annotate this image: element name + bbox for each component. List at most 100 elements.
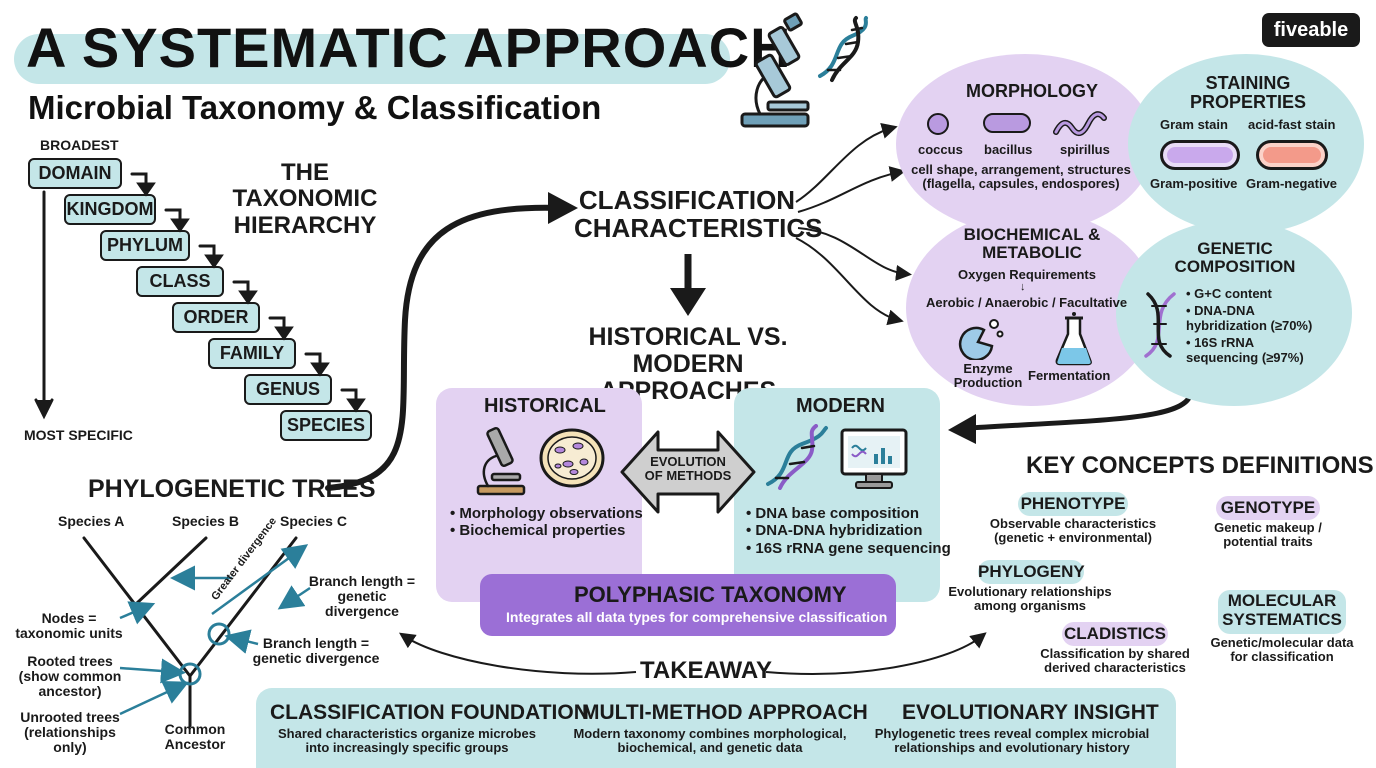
rank-phylum: PHYLUM — [100, 230, 190, 261]
most-specific-label: MOST SPECIFIC — [24, 427, 133, 443]
step-arrowhead — [310, 362, 330, 377]
concepts-title: KEY CONCEPTS DEFINITIONS — [1026, 452, 1374, 479]
rank-class: CLASS — [136, 266, 224, 297]
page-title: A SYSTEMATIC APPROACH — [26, 16, 792, 79]
step-arrowhead — [170, 218, 190, 233]
page-subtitle: Microbial Taxonomy & Classification — [28, 89, 602, 126]
rank-domain: DOMAIN — [28, 158, 122, 189]
historical-panel — [436, 388, 642, 602]
polyphasic-title: POLYPHASIC TAXONOMY — [574, 582, 847, 607]
branch-length-label-1: Branch length = genetic divergence — [308, 573, 416, 620]
coccus-label: coccus — [918, 142, 963, 157]
step-arrowhead — [136, 182, 156, 197]
branch-node — [207, 622, 231, 646]
modern-item: • 16S rRNA gene sequencing — [746, 539, 951, 557]
title-highlight — [14, 34, 730, 84]
takeaway-box — [256, 688, 1176, 768]
acid-fast-stain-label: acid-fast stain — [1248, 117, 1336, 132]
flask-icon — [1055, 312, 1092, 366]
nodes-label: Nodes = taxonomic units — [15, 610, 123, 642]
phenotype-term: PHENOTYPE — [1018, 492, 1128, 516]
bacillus-icon — [983, 113, 1031, 133]
phylo-title: PHYLOGENETIC TREES — [88, 475, 376, 503]
classification-title: CLASSIFICATION CHARACTERISTICS — [574, 185, 823, 244]
spirillus-label: spirillus — [1060, 142, 1110, 157]
rank-family: FAMILY — [208, 338, 296, 369]
polyphasic-desc: Integrates all data types for comprehens… — [506, 609, 888, 625]
rank-order: ORDER — [172, 302, 260, 333]
evolution-label: EVOLUTION OF METHODS — [644, 454, 732, 484]
petri-dish-icon — [539, 428, 605, 488]
species-a-label: Species A — [58, 513, 125, 529]
morphology-bubble — [896, 54, 1154, 234]
takeaway-title: TAKEAWAY — [640, 657, 773, 684]
staining-title: STAINING PROPERTIES — [1189, 73, 1307, 113]
genetic-item: • G+C content — [1186, 286, 1272, 301]
genetic-dna-icon — [1144, 292, 1176, 358]
microscope-icon — [740, 12, 810, 128]
takeaway-foundation-title: CLASSIFICATION FOUNDATION — [270, 701, 589, 724]
modern-list: • DNA base composition • DNA-DNA hybridi… — [746, 505, 951, 557]
step-arrowhead — [204, 254, 224, 269]
takeaway-foundation-desc: Shared characteristics organize microbes… — [278, 726, 536, 756]
genotype-term: GENOTYPE — [1216, 496, 1320, 520]
enzyme-label: Enzyme Production — [953, 361, 1023, 391]
phylogeny-term: PHYLOGENY — [978, 560, 1085, 584]
species-b-label: Species B — [172, 513, 239, 529]
modern-item: • DNA-DNA hybridization — [746, 522, 923, 540]
cladistics-def: Classification by shared derived charact… — [1040, 646, 1190, 676]
historical-list: • Morphology observations • Biochemical … — [450, 505, 643, 540]
phylo-tree — [82, 536, 311, 728]
computer-icon — [840, 428, 908, 489]
modern-dna-icon — [766, 424, 828, 490]
molecular-def: Genetic/molecular data for classificatio… — [1210, 635, 1354, 665]
modern-title: MODERN — [796, 395, 885, 417]
coccus-icon — [927, 113, 949, 135]
gram-negative-label: Gram-negative — [1246, 176, 1338, 191]
phylogeny-def: Evolutionary relationships among organis… — [948, 584, 1112, 614]
enzyme-icon — [958, 319, 1004, 360]
fermentation-label: Fermentation — [1028, 368, 1111, 383]
common-ancestor-label: Common Ancestor — [164, 721, 226, 753]
genetic-list: • G+C content • DNA-DNA hybridization (≥… — [1186, 286, 1326, 366]
oxygen-label: Oxygen Requirements — [958, 267, 1096, 282]
morphology-desc: cell shape, arrangement, structures (fla… — [911, 162, 1131, 192]
polyphasic-box — [480, 574, 896, 636]
gram-positive-label: Gram-positive — [1150, 176, 1238, 191]
takeaway-evolutionary-desc: Phylogenetic trees reveal complex microb… — [874, 726, 1150, 756]
rank-kingdom: KINGDOM — [64, 194, 156, 225]
broadest-label: BROADEST — [40, 137, 119, 153]
historical-item: • Biochemical properties — [450, 522, 626, 540]
bacillus-label: bacillus — [984, 142, 1033, 157]
gram-negative-cell — [1256, 140, 1328, 170]
molecular-term: MOLECULAR SYSTEMATICS — [1218, 590, 1346, 634]
genetic-item: • 16S rRNA sequencing (≥97%) — [1186, 334, 1304, 365]
gram-positive-cell — [1160, 140, 1240, 170]
step-arrowhead — [274, 326, 294, 341]
genetic-title: GENETIC COMPOSITION — [1174, 239, 1296, 277]
takeaway-multimethod-desc: Modern taxonomy combines morphological, … — [573, 726, 847, 756]
step-arrowhead — [238, 290, 258, 305]
morphology-title: MORPHOLOGY — [966, 81, 1099, 101]
unrooted-trees-label: Unrooted trees (relationships only) — [20, 709, 120, 756]
historical-item: • Morphology observations — [450, 505, 643, 522]
rank-genus: GENUS — [244, 374, 332, 405]
takeaway-multimethod-title: MULTI-METHOD APPROACH — [582, 701, 868, 724]
genetic-item: • DNA-DNA hybridization (≥70%) — [1186, 302, 1313, 333]
biochemical-title: BIOCHEMICAL & METABOLIC — [963, 225, 1101, 263]
historical-title: HISTORICAL — [484, 395, 606, 417]
gram-stain-label: Gram stain — [1160, 117, 1228, 132]
hierarchy-arrows — [34, 172, 366, 420]
modern-panel — [734, 388, 940, 602]
genotype-def: Genetic makeup / potential traits — [1214, 520, 1322, 550]
oxygen-arrow: ↓ — [1020, 281, 1026, 293]
spirillus-icon — [1054, 112, 1106, 135]
historical-microscope-icon — [476, 426, 526, 496]
fiveable-logo[interactable]: fiveable — [1262, 13, 1360, 47]
modern-item: • DNA base composition — [746, 505, 920, 522]
step-arrowhead — [346, 398, 366, 413]
rooted-trees-label: Rooted trees (show common ancestor) — [18, 653, 122, 700]
species-c-label: Species C — [280, 513, 347, 529]
genetic-bubble — [1116, 220, 1352, 406]
cell-shapes — [927, 111, 1107, 137]
